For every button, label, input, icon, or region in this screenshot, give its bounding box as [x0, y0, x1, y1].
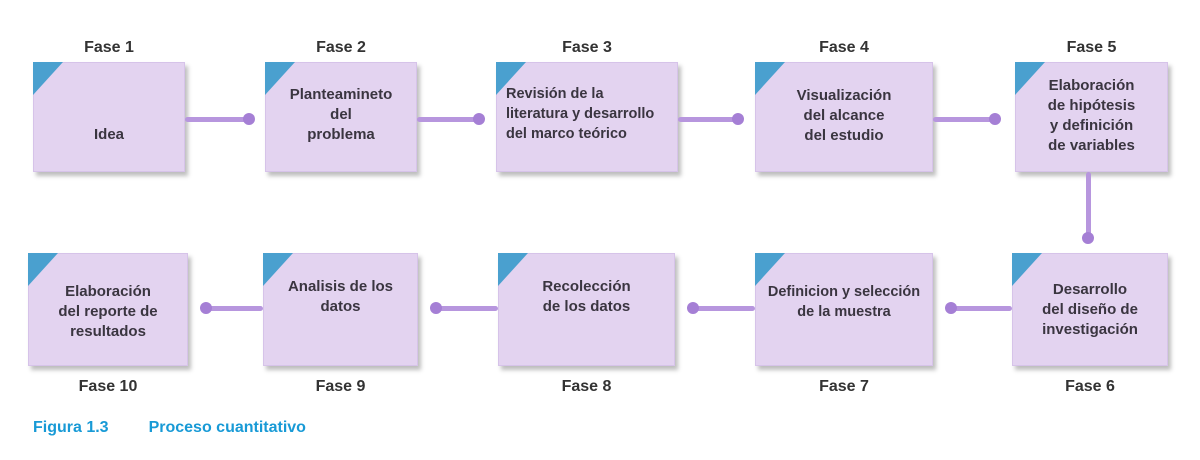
connector-arrow-fase6-fase7 — [945, 302, 1012, 314]
corner-fold-icon — [33, 62, 63, 95]
phase-card-text: Desarrollo del diseño de investigación — [1042, 281, 1138, 338]
phase-label-fase-5: Fase 5 — [1066, 39, 1117, 56]
connector-arrow-fase1-fase2 — [185, 113, 255, 125]
connector-line — [1086, 172, 1091, 235]
phase-card-text: Elaboración de hipótesis y definición de… — [1047, 77, 1136, 154]
phase-card-planteamiento: Planteamineto del problema — [265, 62, 417, 172]
connector-dot — [1082, 232, 1094, 244]
phase-card-recoleccion-datos: Recolección de los datos — [498, 253, 675, 366]
connector-line — [696, 306, 755, 311]
phase-card-elaboracion-hipotesis: Elaboración de hipótesis y definición de… — [1015, 62, 1168, 172]
connector-line — [678, 117, 735, 122]
phase-label-fase-1: Fase 1 — [84, 39, 134, 56]
connector-dot — [732, 113, 744, 125]
phase-card-text: Visualización del alcance del estudio — [796, 87, 892, 144]
phase-label-fase-10: Fase 10 — [78, 378, 138, 395]
phase-card-analisis-datos: Analisis de los datos — [263, 253, 418, 366]
connector-dot — [945, 302, 957, 314]
phase-card-text: Planteamineto del problema — [289, 86, 393, 143]
phase-card-text: Elaboración del reporte de resultados — [58, 283, 158, 340]
phase-label-fase-7: Fase 7 — [819, 378, 869, 395]
phase-card-text: Definicion y selección de la muestra — [767, 284, 921, 320]
connector-arrow-fase7-fase8 — [687, 302, 755, 314]
phase-card-text: Recolección de los datos — [542, 278, 631, 315]
phase-label-fase-9: Fase 9 — [315, 378, 366, 395]
phase-label-fase-3: Fase 3 — [562, 39, 612, 56]
figure-caption: Figura 1.3 Proceso cuantitativo — [33, 419, 306, 437]
phase-card-text: Idea — [93, 126, 124, 143]
connector-line — [185, 117, 246, 122]
phase-card-visualizacion-alcance: Visualización del alcance del estudio — [755, 62, 933, 172]
connector-arrow-fase2-fase3 — [417, 113, 485, 125]
phase-card-text: Revisión de la literatura y desarrollo d… — [506, 86, 655, 142]
connector-arrow-fase8-fase9 — [430, 302, 498, 314]
connector-arrow-fase3-fase4 — [678, 113, 744, 125]
connector-line — [439, 306, 498, 311]
phase-card-reporte-resultados: Elaboración del reporte de resultados — [28, 253, 188, 366]
connector-arrow-fase5-fase6 — [1082, 172, 1094, 244]
connector-dot — [687, 302, 699, 314]
phase-card-text: Analisis de los datos — [287, 278, 394, 315]
phase-card-revision-literatura: Revisión de la literatura y desarrollo d… — [496, 62, 678, 172]
connector-line — [417, 117, 476, 122]
connector-line — [954, 306, 1012, 311]
phase-card-desarrollo-diseno: Desarrollo del diseño de investigación — [1012, 253, 1168, 366]
phase-card-idea: Idea — [33, 62, 185, 172]
connector-dot — [200, 302, 212, 314]
figure-caption-title: Proceso cuantitativo — [148, 419, 306, 436]
phase-label-fase-2: Fase 2 — [316, 39, 366, 56]
phase-label-fase-6: Fase 6 — [1065, 378, 1115, 395]
phase-label-fase-8: Fase 8 — [561, 378, 612, 395]
connector-arrow-fase9-fase10 — [200, 302, 263, 314]
phase-label-fase-4: Fase 4 — [819, 39, 869, 56]
connector-arrow-fase4-fase5 — [933, 113, 1001, 125]
connector-dot — [473, 113, 485, 125]
phase-card-definicion-muestra: Definicion y selección de la muestra — [755, 253, 933, 366]
connector-line — [933, 117, 992, 122]
connector-line — [209, 306, 263, 311]
connector-dot — [989, 113, 1001, 125]
connector-dot — [243, 113, 255, 125]
figure-caption-number: Figura 1.3 — [33, 419, 109, 436]
connector-dot — [430, 302, 442, 314]
